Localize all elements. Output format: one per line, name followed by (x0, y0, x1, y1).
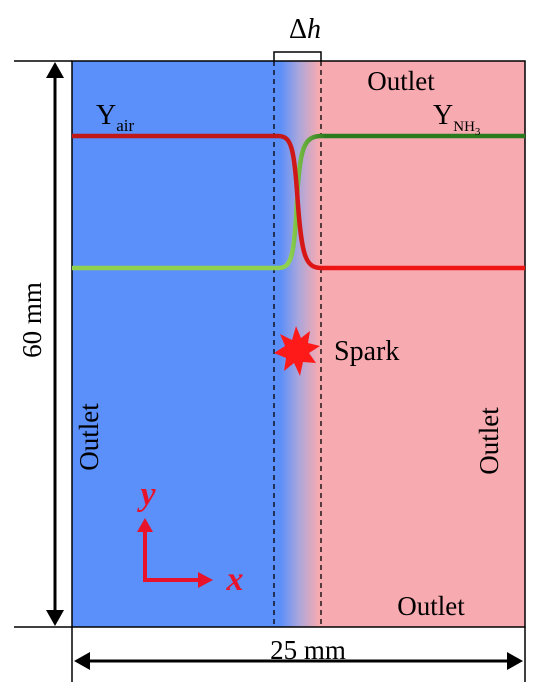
width-dimension-label: 25 mm (270, 635, 346, 665)
width-arrowhead-right (507, 652, 523, 670)
spark-label: Spark (334, 336, 399, 367)
y-axis-label: y (136, 476, 156, 513)
spark-icon (274, 326, 320, 376)
y-nh3-label: YNH3 (433, 100, 481, 138)
height-dimension-label: 60 mm (17, 282, 47, 358)
height-arrowhead-bottom (46, 610, 64, 626)
width-arrowhead-left (74, 652, 90, 670)
x-axis-label: x (226, 561, 244, 598)
outlet-right-label: Outlet (474, 407, 504, 475)
height-arrowhead-top (46, 62, 64, 78)
y-air-label: Yair (96, 100, 135, 135)
x-axis-arrowhead (198, 572, 213, 588)
y-air-curve (72, 133, 525, 271)
y-axis-arrowhead (137, 518, 153, 532)
delta-h-label: Δh (289, 14, 321, 45)
outlet-left-label: Outlet (74, 403, 104, 471)
outlet-top-label: Outlet (367, 66, 435, 96)
outlet-bottom-label: Outlet (397, 591, 465, 621)
delta-h-bracket (273, 51, 322, 61)
